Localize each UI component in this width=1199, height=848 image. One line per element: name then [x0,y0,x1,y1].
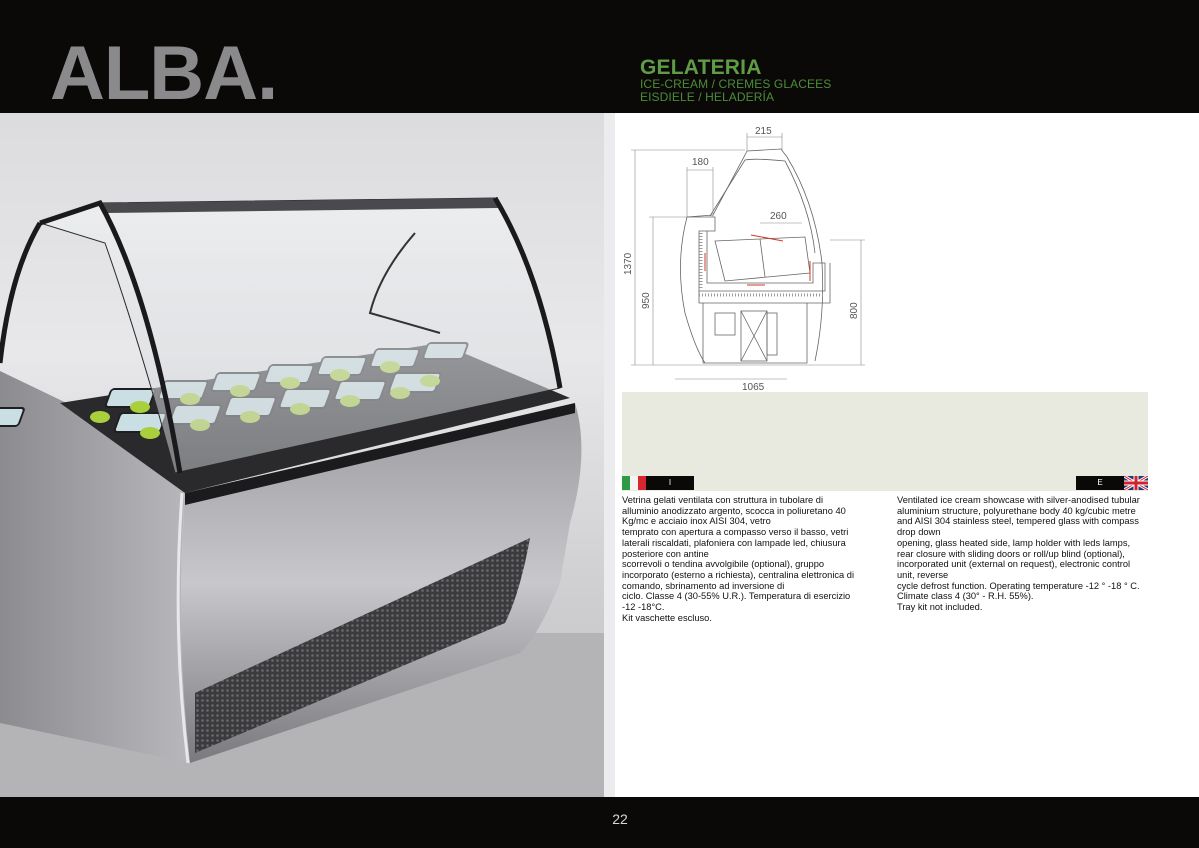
technical-drawing: 215 180 260 1370 950 800 1065 [615,113,1199,393]
category-title: GELATERIA [640,56,762,79]
dim-top-width: 215 [755,126,772,137]
description-italian-text: Vetrina gelati ventilata con struttura i… [622,495,855,623]
showcase-illustration [0,113,615,797]
lang-label-english: E [1076,476,1124,490]
description-italian: Vetrina gelati ventilata con struttura i… [622,495,888,623]
category-subtitle-1: ICE-CREAM / CREMES GLACEES [640,77,832,91]
dim-total-depth: 1065 [742,382,765,393]
footer-band [0,797,1199,848]
italy-flag-icon [622,476,646,490]
page-number: 22 [612,811,628,827]
lang-label-italian: I [646,476,694,490]
dim-tray-depth: 260 [770,211,787,222]
model-title: ALBA. [50,31,278,116]
uk-flag-icon [1123,474,1149,492]
dim-counter-height: 950 [641,292,652,309]
category-block: GELATERIA ICE-CREAM / CREMES GLACEES EIS… [640,57,831,103]
dim-total-height: 1370 [623,252,634,275]
header-band [0,0,1199,113]
lang-bar-english: E [1076,474,1149,492]
lang-bar-italian: I [622,476,694,490]
description-english-text: Ventilated ice cream showcase with silve… [897,495,1140,613]
category-subtitle-2: EISDIELE / HELADERÍA [640,89,775,104]
dim-front-top: 180 [692,157,709,168]
dim-rear-height: 800 [849,302,860,319]
description-english: Ventilated ice cream showcase with silve… [897,495,1159,613]
product-photo [0,113,615,797]
spec-panel [622,392,1148,491]
